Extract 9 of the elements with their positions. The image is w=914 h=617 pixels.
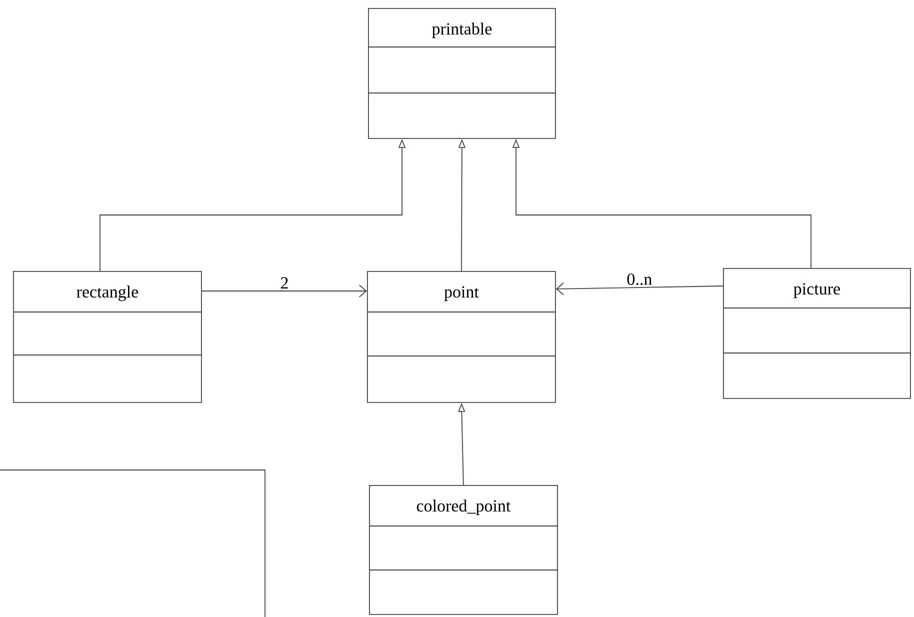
arrow xyxy=(201,284,367,298)
class-box: printable xyxy=(368,8,556,139)
class-box: rectangle xyxy=(12,271,202,403)
arrow xyxy=(556,282,724,296)
class-box: colored_point xyxy=(368,485,558,615)
class-box: picture xyxy=(722,268,912,399)
edge-label: 0..n xyxy=(626,272,654,286)
class-box: point xyxy=(366,271,556,403)
edge-label: 2 xyxy=(279,276,290,290)
